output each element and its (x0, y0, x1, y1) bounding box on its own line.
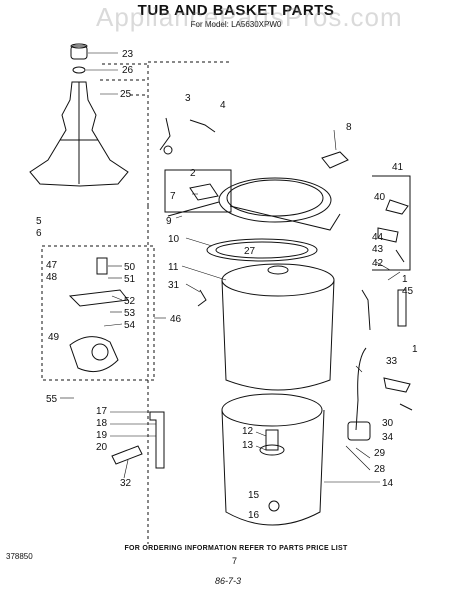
pump-hose-parts (111, 411, 165, 469)
callout-49: 49 (48, 332, 60, 343)
callout-17: 17 (96, 406, 108, 417)
mechanism-parts (68, 257, 129, 373)
callout-29: 29 (374, 448, 386, 459)
callout-53: 53 (124, 308, 136, 319)
callout-6: 6 (36, 228, 42, 239)
diagram-title: TUB AND BASKET PARTS (137, 2, 335, 19)
callout-55: 55 (46, 394, 58, 405)
callout-48: 48 (46, 272, 58, 283)
basket-part (221, 263, 335, 391)
dashed-guide-lines (100, 61, 232, 544)
bracket-33-part (383, 377, 411, 393)
callout-18: 18 (96, 418, 108, 429)
callout-11: 11 (168, 262, 179, 273)
drain-hose-part (347, 289, 407, 441)
callout-51: 51 (124, 274, 136, 285)
callout-32: 32 (120, 478, 132, 489)
callout-33: 33 (386, 356, 398, 367)
callout-34: 34 (382, 432, 394, 443)
callout-27: 27 (244, 246, 256, 257)
mechanism-inset-box (41, 245, 155, 381)
callout-25: 25 (120, 89, 132, 100)
callout-40: 40 (374, 192, 386, 203)
callout-3: 3 (185, 93, 191, 104)
callout-41: 41 (392, 162, 404, 173)
callout-42: 42 (372, 258, 384, 269)
ring-part (206, 238, 318, 262)
callout-26: 26 (122, 65, 134, 76)
callout-54: 54 (124, 320, 136, 331)
callout-31: 31 (168, 280, 180, 291)
hose-parts (159, 117, 216, 155)
leader-lines (60, 52, 401, 483)
page-number: 7 (232, 556, 238, 566)
agitator-part (29, 81, 129, 187)
callout-45: 45 (402, 286, 414, 297)
callout-10: 10 (168, 234, 180, 245)
watermark: AppliancePartsPros.com (96, 2, 403, 32)
callout-14: 14 (382, 478, 394, 489)
callout-30: 30 (382, 418, 394, 429)
callout-50: 50 (124, 262, 136, 273)
callout-2: 2 (190, 168, 196, 179)
callout-52: 52 (124, 296, 136, 307)
callout-labels: 23 26 25 3 4 8 41 40 44 43 42 2 7 9 10 2… (36, 49, 418, 521)
callout-13: 13 (242, 440, 254, 451)
callout-46: 46 (170, 314, 182, 325)
callout-7: 7 (170, 191, 176, 202)
callout-23: 23 (122, 49, 134, 60)
callout-43: 43 (372, 244, 384, 255)
agitator-cap-part (70, 43, 88, 74)
clip-part (197, 289, 207, 307)
callout-4: 4 (220, 100, 226, 111)
callout-1-mid: 1 (412, 344, 418, 355)
callout-15: 15 (248, 490, 260, 501)
document-number: 378850 (6, 552, 33, 561)
date-mark: 86-7-3 (215, 576, 242, 586)
pad-part (321, 151, 349, 169)
callout-1-top: 1 (402, 274, 408, 285)
outer-tub-part (221, 393, 325, 526)
callout-44: 44 (372, 232, 384, 243)
callout-8: 8 (346, 122, 352, 133)
callout-9: 9 (166, 216, 172, 227)
callout-12: 12 (242, 426, 254, 437)
callout-47: 47 (46, 260, 58, 271)
callout-16: 16 (248, 510, 260, 521)
callout-28: 28 (374, 464, 386, 475)
callout-19: 19 (96, 430, 108, 441)
tub-cover-part (167, 177, 341, 231)
ordering-note: FOR ORDERING INFORMATION REFER TO PARTS … (124, 545, 348, 552)
bracket-assembly (372, 175, 411, 271)
callout-5: 5 (36, 216, 42, 227)
diagram-subtitle: For Model: LA5630XPW0 (190, 20, 282, 29)
callout-20: 20 (96, 442, 108, 453)
